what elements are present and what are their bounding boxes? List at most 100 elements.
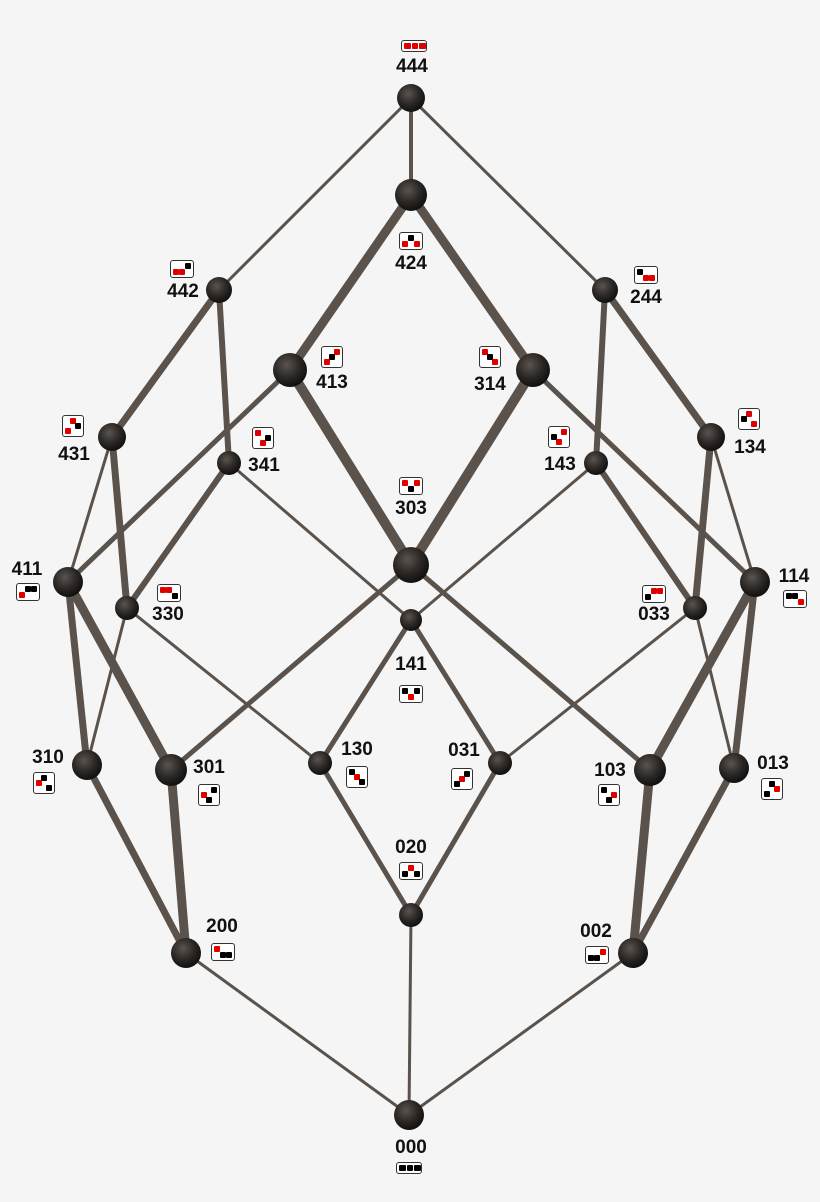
black-dot [359, 779, 365, 785]
red-dot [642, 275, 649, 281]
nodes-layer [53, 84, 770, 1130]
red-dot [561, 429, 567, 435]
red-dot [774, 785, 780, 792]
node-143 [584, 451, 608, 475]
node-033 [683, 596, 707, 620]
node-424 [395, 179, 427, 211]
state-dots-icon [399, 862, 423, 880]
black-dot [601, 787, 607, 793]
edge-444-244 [409, 96, 607, 292]
node-310 [72, 750, 102, 780]
black-dot [402, 871, 408, 877]
state-dots-icon [252, 427, 274, 449]
node-label: 200 [206, 916, 238, 937]
node-label: 103 [594, 760, 626, 781]
red-dot [353, 773, 360, 780]
edge-442-341 [216, 287, 232, 466]
red-dot [69, 418, 76, 424]
state-dots-icon [399, 477, 423, 495]
node-431 [98, 423, 126, 451]
black-dot [211, 787, 217, 793]
node-label: 013 [757, 753, 789, 774]
edge-244-134 [601, 286, 715, 441]
black-dot [226, 952, 232, 958]
red-dot [745, 411, 752, 417]
edge-134-114 [709, 435, 757, 584]
node-label: 141 [395, 654, 427, 675]
edge-303-103 [408, 562, 653, 773]
node-label: 134 [734, 437, 766, 458]
node-label: 341 [248, 455, 280, 476]
red-dot [407, 865, 414, 871]
edge-330-310 [85, 606, 129, 767]
black-dot [402, 688, 408, 694]
red-dot [173, 269, 179, 275]
node-341 [217, 451, 241, 475]
edge-301-200 [166, 765, 191, 958]
node-103 [634, 754, 666, 786]
state-dots-icon [62, 415, 84, 437]
red-dot [555, 439, 562, 445]
black-dot [185, 263, 191, 269]
edge-114-013 [730, 578, 759, 772]
red-dot [657, 588, 663, 594]
red-dot [751, 421, 757, 427]
red-dot [214, 946, 220, 952]
black-dot [24, 586, 31, 592]
black-dot [406, 1164, 413, 1171]
red-dot [178, 269, 185, 275]
red-dot [411, 42, 418, 49]
black-dot [407, 486, 414, 492]
red-dot [414, 241, 420, 247]
red-dot [650, 588, 657, 594]
edge-033-031 [498, 606, 697, 765]
black-dot [486, 353, 493, 360]
node-label: 301 [193, 757, 225, 778]
node-label: 303 [395, 498, 427, 519]
state-dots-icon [16, 583, 40, 601]
black-dot [31, 586, 37, 592]
node-301 [155, 754, 187, 786]
red-dot [404, 42, 411, 49]
red-dot [324, 359, 330, 365]
edge-314-114 [530, 367, 758, 585]
edge-141-130 [317, 617, 414, 766]
node-330 [115, 596, 139, 620]
edge-002-000 [407, 951, 635, 1117]
edge-200-000 [184, 951, 411, 1117]
edge-020-000 [407, 913, 413, 1117]
red-dot [334, 349, 340, 355]
edge-413-303 [285, 365, 416, 570]
node-200 [171, 938, 201, 968]
red-dot [649, 275, 655, 281]
black-dot [786, 593, 792, 599]
red-dot [160, 587, 166, 593]
edge-143-141 [409, 461, 598, 622]
node-label: 442 [167, 281, 199, 302]
black-dot [265, 434, 271, 441]
black-dot [768, 781, 775, 787]
red-dot [259, 440, 266, 446]
state-dots-icon [783, 590, 807, 608]
red-dot [798, 599, 804, 605]
red-dot [255, 430, 261, 436]
node-label: 031 [448, 740, 480, 761]
black-dot [645, 594, 651, 600]
state-dots-icon [211, 943, 235, 961]
edge-033-013 [693, 606, 736, 770]
black-dot [349, 769, 355, 775]
black-dot [454, 781, 460, 787]
state-dots-icon [585, 946, 609, 964]
edge-013-002 [629, 764, 738, 957]
state-dots-icon [396, 1162, 422, 1174]
black-dot [551, 433, 557, 440]
red-dot [402, 241, 408, 247]
red-dot [611, 791, 617, 798]
red-dot [492, 359, 498, 365]
node-031 [488, 751, 512, 775]
black-dot [464, 771, 470, 777]
node-444 [397, 84, 425, 112]
state-dots-icon [451, 768, 473, 790]
node-114 [740, 567, 770, 597]
